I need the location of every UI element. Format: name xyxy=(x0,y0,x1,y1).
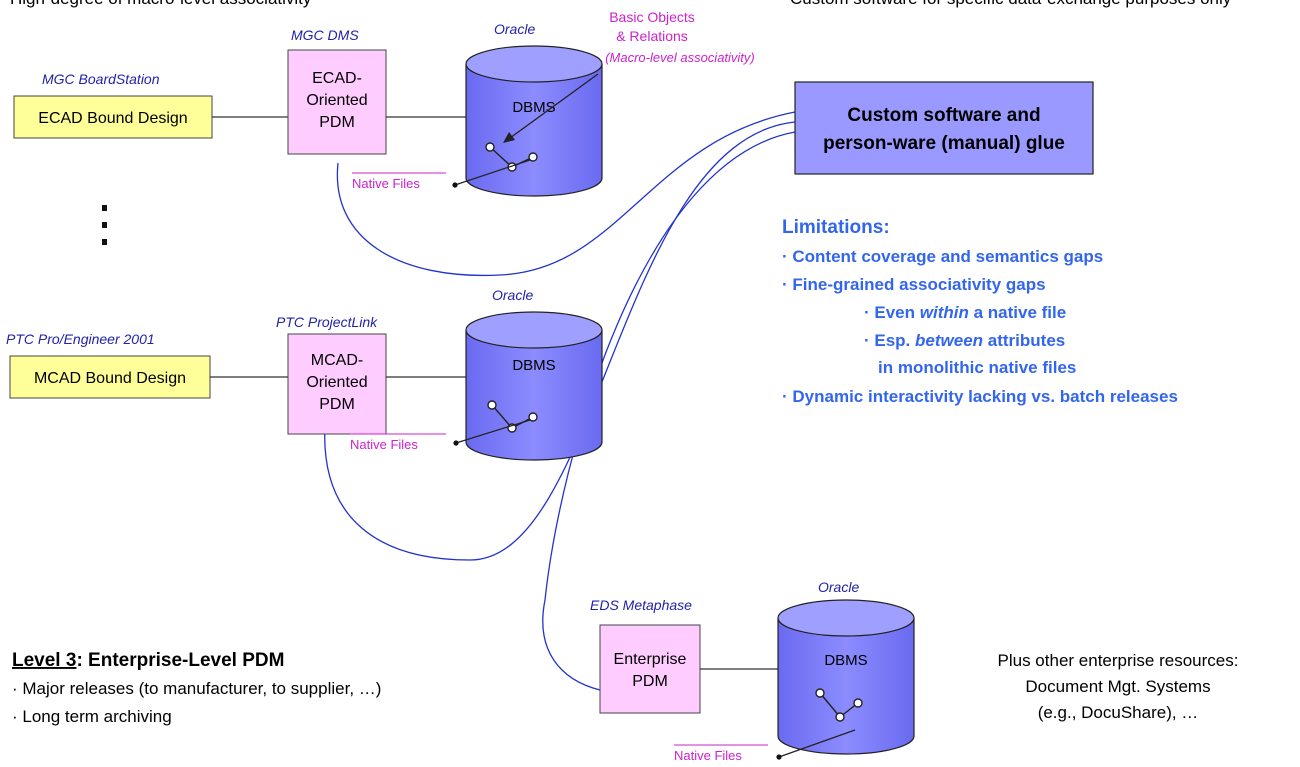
mcad-pdm-tool-label: PTC ProjectLink xyxy=(276,314,378,330)
objects-note-arrow xyxy=(509,73,599,139)
glue-box-line-2: person-ware (manual) glue xyxy=(823,133,1065,154)
limitations-item: · Content coverage and semantics gaps xyxy=(782,247,1103,266)
enterprise-db-cylinder xyxy=(777,599,915,755)
connector-curves xyxy=(324,111,796,691)
mcad-db-cylinder xyxy=(465,311,603,461)
glue-box-line-1: Custom software and xyxy=(847,105,1040,126)
limitations-item: · Dynamic interactivity lacking vs. batc… xyxy=(782,387,1178,406)
ecad-design-box xyxy=(13,95,213,139)
level3-title: Level 3: Enterprise-Level PDM xyxy=(12,650,284,671)
other-resources-line-2: Document Mgt. Systems xyxy=(1025,677,1210,696)
limitations-sub-item: · Even within a native file xyxy=(864,303,1066,322)
level3-item: · Long term archiving xyxy=(12,707,172,726)
enterprise-pdm-tool-label: EDS Metaphase xyxy=(590,597,692,613)
enterprise-pdm-line-1: Enterprise xyxy=(614,651,687,668)
ecad-db-cylinder xyxy=(465,45,603,197)
mcad-pdm-line-1: MCAD- xyxy=(311,352,363,369)
enterprise-db-vendor: Oracle xyxy=(818,579,859,595)
limitations-sub-item: · Esp. between attributes xyxy=(864,331,1065,350)
mcad-pdm-line-3: PDM xyxy=(319,396,355,413)
mcad-tool-label: PTC Pro/Engineer 2001 xyxy=(6,331,155,347)
limitations-title: Limitations: xyxy=(782,217,890,238)
ecad-db-vendor: Oracle xyxy=(494,21,535,37)
mcad-design-label: MCAD Bound Design xyxy=(34,370,186,387)
top-cut-text-right: Custom software for specific data-exchan… xyxy=(790,0,1232,8)
connector-mcad xyxy=(324,121,796,561)
top-cut-text-left: High-degree of macro-level associativity xyxy=(10,0,312,8)
connector-ecad xyxy=(336,111,796,277)
mcad-db-vendor: Oracle xyxy=(492,287,533,303)
objects-note-italic: (Macro-level associativity) xyxy=(605,50,755,65)
ecad-pdm-box xyxy=(287,49,387,155)
ecad-native-files: Native Files xyxy=(352,176,420,191)
enterprise-pdm-box xyxy=(599,624,701,714)
ecad-pdm-line-2: Oriented xyxy=(306,92,367,109)
ecad-pdm-line-3: PDM xyxy=(319,114,355,131)
enterprise-db-graph-icon xyxy=(815,688,863,722)
limitations-sub-item: in monolithic native files xyxy=(878,358,1076,377)
ecad-tool-label: MGC BoardStation xyxy=(42,71,160,87)
mcad-db-label: DBMS xyxy=(512,357,555,374)
mcad-pdm-box xyxy=(287,333,387,435)
other-resources-line-1: Plus other enterprise resources: xyxy=(998,651,1239,670)
vertical-ellipsis xyxy=(102,205,107,245)
ecad-pdm-line-1: ECAD- xyxy=(312,70,362,87)
level3-item: · Major releases (to manufacturer, to su… xyxy=(12,679,381,698)
other-resources-line-3: (e.g., DocuShare), … xyxy=(1038,703,1199,722)
enterprise-db-label: DBMS xyxy=(824,652,867,669)
objects-note-line-2: & Relations xyxy=(616,28,688,44)
ecad-db-label: DBMS xyxy=(512,99,555,116)
ecad-design-label: ECAD Bound Design xyxy=(38,110,187,127)
limitations-item: · Fine-grained associativity gaps xyxy=(782,275,1046,294)
enterprise-native-files: Native Files xyxy=(674,748,742,763)
enterprise-pdm-line-2: PDM xyxy=(632,673,668,690)
objects-note-line-1: Basic Objects xyxy=(609,9,695,25)
mcad-native-files: Native Files xyxy=(350,437,418,452)
mcad-pdm-line-2: Oriented xyxy=(306,374,367,391)
connector-enterprise xyxy=(542,131,796,691)
glue-box xyxy=(794,81,1094,175)
ecad-pdm-tool-label: MGC DMS xyxy=(291,27,359,43)
